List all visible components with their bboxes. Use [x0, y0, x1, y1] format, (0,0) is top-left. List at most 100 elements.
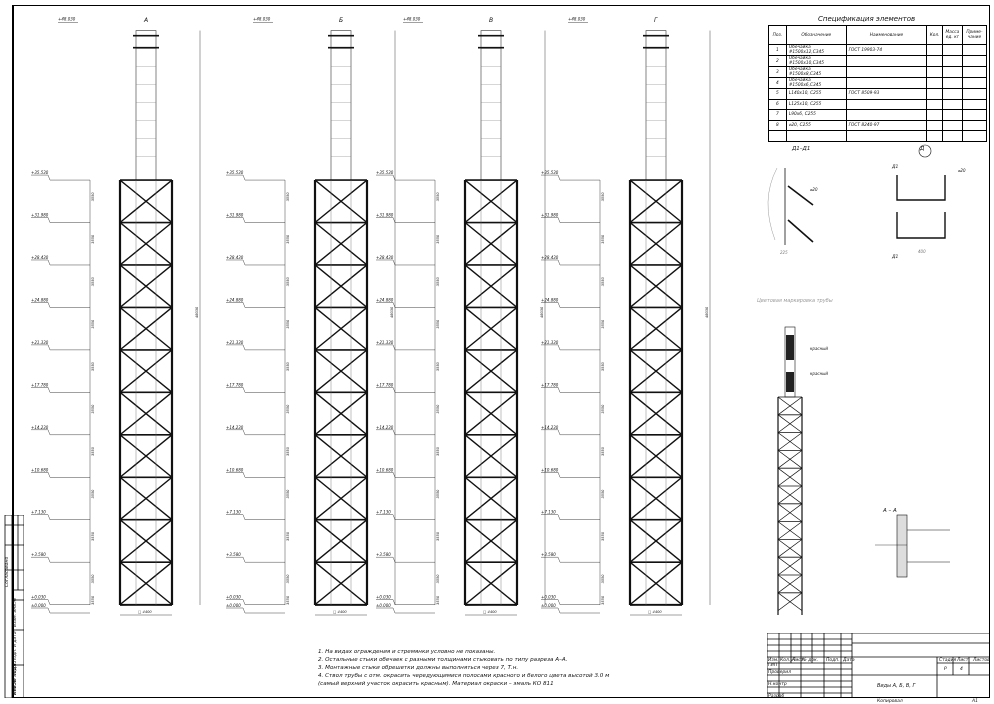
spec-cell [942, 110, 962, 121]
d1-mark: Д1 [892, 255, 898, 260]
elevation-arrow [558, 515, 560, 520]
panel-dimension: 3550 [286, 277, 290, 287]
tower-view-2: Б+48.030+35.530+31.980+28.430+24.880+21.… [226, 17, 395, 615]
height-dimension: 48030 [705, 306, 709, 318]
panel-dimension: 3550 [436, 361, 440, 371]
panel-dimension: 3550 [601, 277, 605, 287]
elevation-mark: +10.680 [376, 467, 394, 472]
elevation-arrow [48, 218, 50, 223]
elevation-arrow [558, 608, 560, 613]
panel-dimension: 3550 [286, 489, 290, 499]
elevation-mark: +35.530 [226, 170, 244, 175]
panel-dimension: 3550 [91, 574, 95, 584]
elevation-arrow [48, 302, 50, 307]
panel-dimension: 3550 [91, 531, 95, 541]
tower-view-3: В+48.030+35.530+31.980+28.430+24.880+21.… [376, 17, 545, 615]
elevation-arrow [243, 515, 245, 520]
elevation-mark: +28.430 [376, 255, 394, 260]
tb-header: Подп. [826, 658, 840, 663]
spec-cell: L125x10, С255 [786, 99, 846, 110]
specification-table: Поз. Обозначение Наименование Кол. Масса… [768, 25, 987, 142]
side-stamp: Согласовано Взам. инв.№ Подп. и дата Инв… [0, 515, 24, 698]
panel-dimension: 3550 [286, 361, 290, 371]
elevation-mark: ±0.000 [541, 603, 556, 608]
panel-dimension: 3550 [436, 234, 440, 244]
spec-cell [962, 110, 986, 121]
dim-label: 225 [780, 250, 788, 255]
break-line [768, 168, 777, 240]
spec-cell [927, 120, 943, 131]
spec-cell [846, 110, 927, 121]
elevation-mark: +7.130 [31, 510, 46, 515]
elevation-mark: +21.330 [541, 340, 559, 345]
elevation-arrow [393, 557, 395, 562]
stamp-label: Согласовано [5, 557, 10, 587]
color-marking-tower [778, 327, 802, 615]
panel-dimension: 3550 [91, 319, 95, 329]
panel-dimension: 3550 [436, 489, 440, 499]
spec-cell [786, 131, 846, 142]
elevation-mark: +3.580 [31, 552, 46, 557]
spec-cell [942, 45, 962, 56]
elevation-arrow [558, 387, 560, 392]
spec-cell: 2 [769, 56, 787, 67]
spec-cell [769, 131, 787, 142]
panel-dimension: 3550 [91, 446, 95, 456]
panel-dimension: 3550 [436, 446, 440, 456]
elevation-arrow [558, 472, 560, 477]
panel-dimension: 3550 [436, 404, 440, 414]
section-aa-title: А – А [883, 508, 897, 514]
panel-dimension: 3550 [601, 319, 605, 329]
panel-dimension: 3550 [91, 489, 95, 499]
panel-dimension: 3550 [601, 446, 605, 456]
tb-role: Разраб [768, 694, 784, 699]
spec-cell [846, 131, 927, 142]
section-d1-title: Д1–Д1 [792, 146, 810, 152]
elevation-mark: +3.580 [226, 552, 241, 557]
panel-dimension: 3550 [436, 319, 440, 329]
spec-header-row: Поз. Обозначение Наименование Кол. Масса… [769, 26, 987, 45]
elevation-arrow [48, 260, 50, 265]
elevation-mark: +17.780 [376, 382, 394, 387]
tb-stage-label: Стадия [939, 658, 956, 663]
elevation-arrow [558, 260, 560, 265]
elevation-arrow [393, 387, 395, 392]
red-band [786, 372, 794, 392]
spec-cell: 7 [769, 110, 787, 121]
tb-role: ГИП [768, 663, 777, 668]
elevation-arrow [393, 608, 395, 613]
elevation-arrow [243, 430, 245, 435]
tb-role: Н.контр [768, 682, 787, 687]
spec-cell [927, 110, 943, 121]
elevation-mark: +48.030 [253, 17, 271, 22]
spec-cell [927, 78, 943, 89]
elevation-arrow [243, 260, 245, 265]
panel-dimension: 3550 [601, 574, 605, 584]
tb-stage: Р [944, 667, 947, 672]
elevation-arrow [393, 260, 395, 265]
spec-cell: L140x10, С255 [786, 89, 846, 100]
spec-cell: L90x6, С255 [786, 110, 846, 121]
spec-cell [927, 67, 943, 78]
elevation-arrow [243, 302, 245, 307]
spec-cell [942, 78, 962, 89]
elevation-arrow [558, 430, 560, 435]
spec-cell: Обечайка #1500x10,С345 [786, 56, 846, 67]
height-dimension: 48030 [195, 306, 199, 318]
panel-dimension: 3550 [601, 361, 605, 371]
shell-section [897, 515, 907, 577]
spec-title: Спецификация элементов [818, 15, 915, 23]
spec-cell [942, 56, 962, 67]
elevation-mark: +21.330 [226, 340, 244, 345]
note: 2. Остальные стыки обечаек с разными тол… [318, 656, 609, 664]
panel-dimension: 3550 [286, 234, 290, 244]
panel-dimension: 3550 [286, 574, 290, 584]
panel-dimension: 3550 [286, 595, 290, 605]
elevation-mark: +10.680 [31, 467, 49, 472]
elevation-mark: +14.230 [31, 425, 49, 430]
elevation-mark: +10.680 [226, 467, 244, 472]
elevation-mark: +0.030 [376, 595, 391, 600]
base-dimension: □ 4400 [483, 610, 497, 614]
